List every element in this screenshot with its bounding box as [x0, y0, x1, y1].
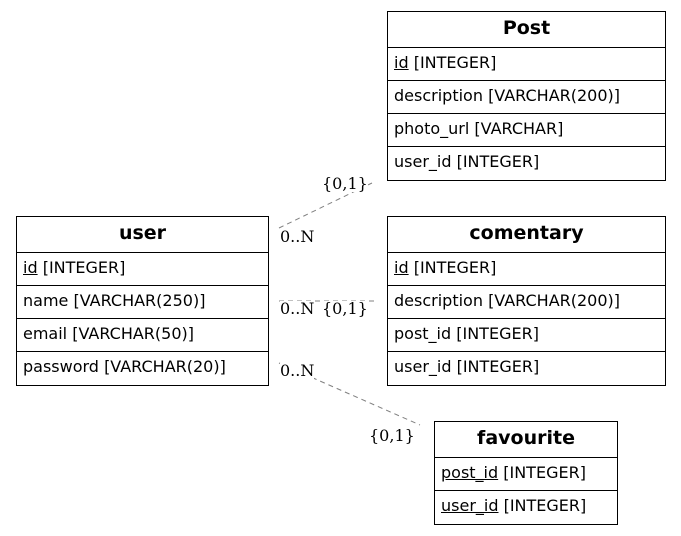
column-name: id — [394, 53, 409, 72]
cardinality-label: {0,1} — [322, 299, 368, 318]
table-post: Post id [INTEGER] description [VARCHAR(2… — [387, 11, 666, 181]
column-name: post_id — [394, 324, 452, 343]
cardinality-label: {0,1} — [369, 426, 415, 445]
table-favourite: favourite post_id [INTEGER] user_id [INT… — [434, 421, 618, 525]
table-title: comentary — [388, 217, 665, 253]
column-row: password [VARCHAR(20)] — [17, 352, 268, 385]
table-user: user id [INTEGER] name [VARCHAR(250)] em… — [16, 216, 269, 386]
column-type: [VARCHAR(250)] — [73, 291, 206, 310]
column-type: [INTEGER] — [456, 357, 540, 376]
column-type: [INTEGER] — [413, 53, 497, 72]
column-name: photo_url — [394, 119, 470, 138]
column-row: photo_url [VARCHAR] — [388, 114, 665, 147]
cardinality-label: 0..N — [280, 361, 315, 380]
column-row: id [INTEGER] — [17, 253, 268, 286]
column-name: user_id — [441, 496, 499, 515]
column-type: [VARCHAR(50)] — [72, 324, 194, 343]
cardinality-label: 0..N — [280, 299, 315, 318]
column-row: description [VARCHAR(200)] — [388, 286, 665, 319]
column-row: email [VARCHAR(50)] — [17, 319, 268, 352]
column-row: user_id [INTEGER] — [435, 491, 617, 524]
column-row: user_id [INTEGER] — [388, 147, 665, 180]
column-type: [VARCHAR] — [474, 119, 564, 138]
column-name: name — [23, 291, 69, 310]
column-name: id — [394, 258, 409, 277]
column-row: name [VARCHAR(250)] — [17, 286, 268, 319]
cardinality-label: 0..N — [280, 227, 315, 246]
table-title: Post — [388, 12, 665, 48]
column-type: [VARCHAR(200)] — [488, 86, 621, 105]
column-name: password — [23, 357, 99, 376]
column-row: id [INTEGER] — [388, 253, 665, 286]
column-name: user_id — [394, 357, 452, 376]
column-type: [INTEGER] — [503, 463, 586, 482]
column-type: [INTEGER] — [456, 152, 540, 171]
column-name: post_id — [441, 463, 499, 482]
table-title: favourite — [435, 422, 617, 458]
table-comentary: comentary id [INTEGER] description [VARC… — [387, 216, 666, 386]
column-row: user_id [INTEGER] — [388, 352, 665, 385]
column-type: [INTEGER] — [413, 258, 497, 277]
column-row: description [VARCHAR(200)] — [388, 81, 665, 114]
column-type: [VARCHAR(200)] — [488, 291, 621, 310]
column-row: post_id [INTEGER] — [388, 319, 665, 352]
column-name: description — [394, 86, 483, 105]
cardinality-label: {0,1} — [322, 174, 368, 193]
column-name: id — [23, 258, 38, 277]
column-type: [INTEGER] — [456, 324, 539, 343]
column-name: email — [23, 324, 68, 343]
table-title: user — [17, 217, 268, 253]
user-favourite-line — [278, 362, 421, 426]
column-row: post_id [INTEGER] — [435, 458, 617, 491]
column-type: [INTEGER] — [42, 258, 126, 277]
column-type: [INTEGER] — [503, 496, 587, 515]
column-type: [VARCHAR(20)] — [104, 357, 226, 376]
column-row: id [INTEGER] — [388, 48, 665, 81]
column-name: description — [394, 291, 483, 310]
column-name: user_id — [394, 152, 452, 171]
